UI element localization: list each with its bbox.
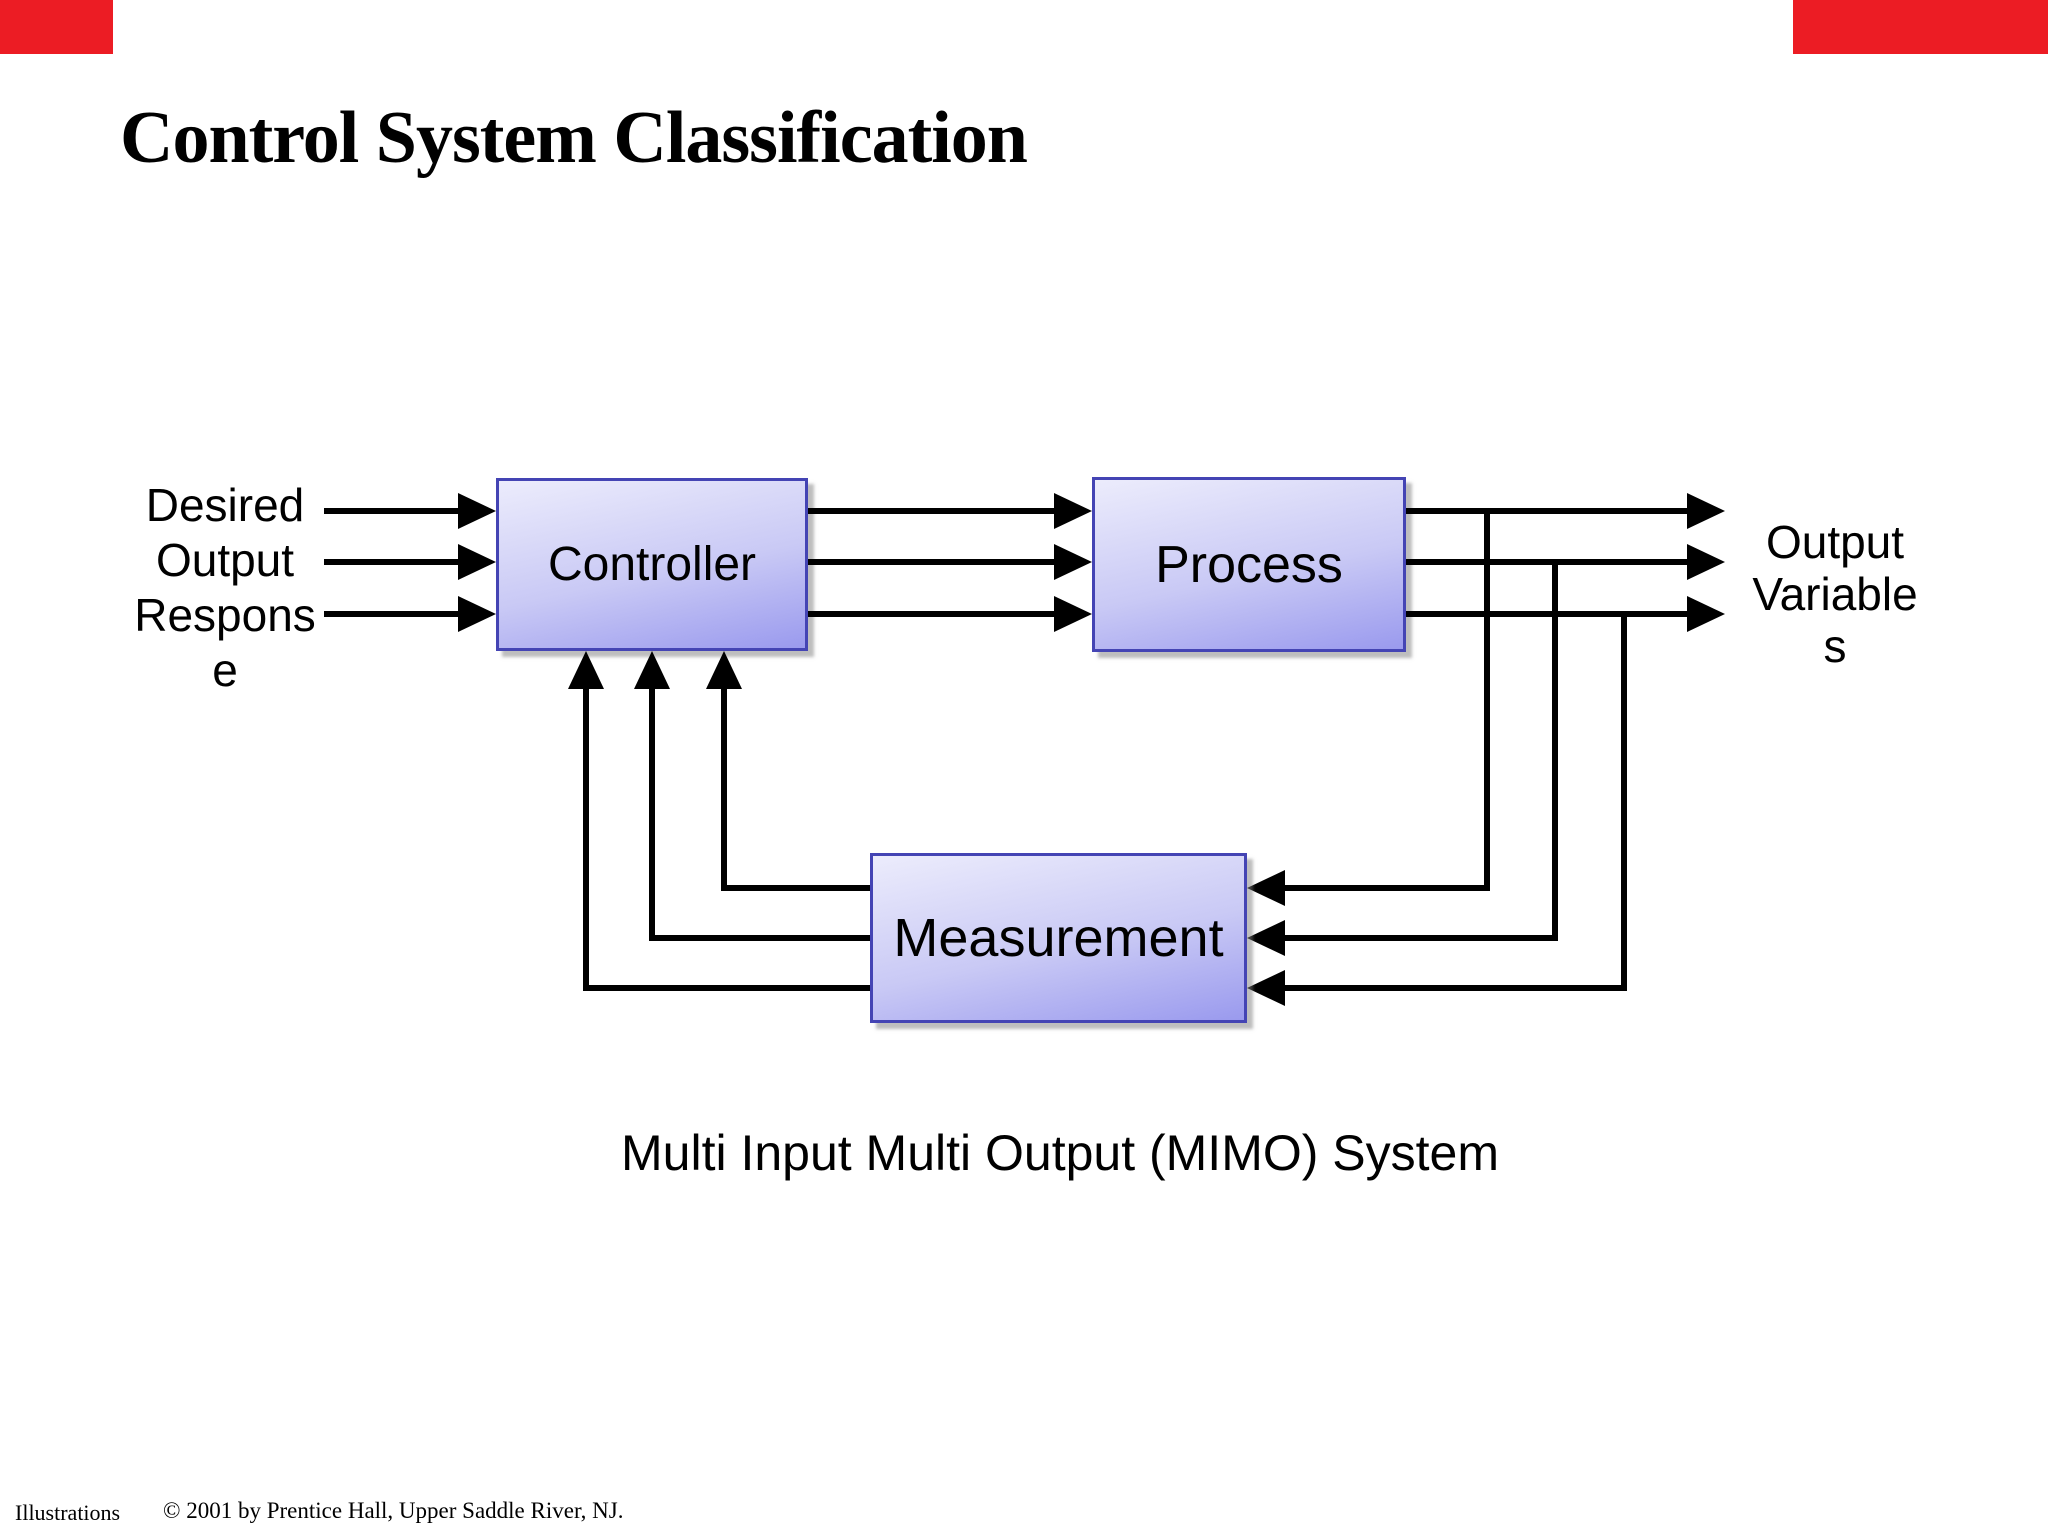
controller-process-line-1 [808, 508, 1058, 514]
feedback-right-line-3 [1283, 985, 1627, 991]
process-block: Process [1092, 477, 1406, 652]
top-left-accent-bar [0, 0, 113, 54]
desired-output-response-label: Desired Output Respons e [40, 478, 410, 698]
arrowhead-right-icon [1687, 596, 1725, 632]
feedback-drop-line-1 [1484, 508, 1490, 891]
label-line: Output [155, 534, 295, 586]
arrowhead-right-icon [458, 544, 496, 580]
arrowhead-left-icon [1247, 870, 1285, 906]
input-line-2 [324, 559, 462, 565]
mimo-caption: Multi Input Multi Output (MIMO) System [621, 1125, 1499, 1181]
arrowhead-right-icon [1687, 544, 1725, 580]
arrowhead-right-icon [458, 596, 496, 632]
output-variables-label: Output Variable s [1670, 516, 2000, 672]
arrowhead-right-icon [1687, 493, 1725, 529]
arrowhead-right-icon [458, 493, 496, 529]
label-line: e [212, 644, 238, 696]
input-line-3 [324, 611, 462, 617]
label-line: Variable [1752, 568, 1918, 620]
measurement-label: Measurement [893, 908, 1224, 968]
arrowhead-up-icon [706, 651, 742, 689]
top-right-accent-bar [1793, 0, 2048, 54]
label-line: s [1823, 620, 1847, 672]
arrowhead-left-icon [1247, 920, 1285, 956]
footer-copyright: © 2001 by Prentice Hall, Upper Saddle Ri… [163, 1498, 624, 1523]
arrowhead-right-icon [1054, 493, 1092, 529]
arrowhead-up-icon [568, 651, 604, 689]
footer: Illustrations © 2001 by Prentice Hall, U… [0, 1498, 2048, 1528]
process-label: Process [1155, 535, 1343, 594]
output-line-1 [1406, 508, 1691, 514]
feedback-right-line-2 [1283, 935, 1558, 941]
controller-process-line-2 [808, 559, 1058, 565]
feedback-drop-line-3 [1621, 611, 1627, 991]
feedback-rise-line-3 [583, 683, 589, 991]
output-line-3 [1406, 611, 1691, 617]
label-line: Output [1765, 516, 1905, 568]
measurement-block: Measurement [870, 853, 1247, 1023]
arrowhead-right-icon [1054, 596, 1092, 632]
arrowhead-left-icon [1247, 970, 1285, 1006]
arrowhead-up-icon [634, 651, 670, 689]
controller-process-line-3 [808, 611, 1058, 617]
label-line: Respons [134, 589, 316, 641]
arrowhead-right-icon [1054, 544, 1092, 580]
feedback-right-line-1 [1283, 885, 1490, 891]
controller-block: Controller [496, 478, 808, 651]
input-line-1 [324, 508, 462, 514]
output-line-2 [1406, 559, 1691, 565]
slide-title: Control System Classification [120, 97, 1028, 179]
feedback-left-line-1 [721, 885, 870, 891]
footer-illustrations-label: Illustrations [15, 1500, 121, 1525]
feedback-drop-line-2 [1552, 559, 1558, 941]
feedback-rise-line-1 [721, 683, 727, 891]
feedback-left-line-3 [583, 985, 870, 991]
controller-label: Controller [547, 538, 757, 591]
label-line: Desired [145, 479, 305, 531]
feedback-left-line-2 [649, 935, 870, 941]
feedback-rise-line-2 [649, 683, 655, 941]
